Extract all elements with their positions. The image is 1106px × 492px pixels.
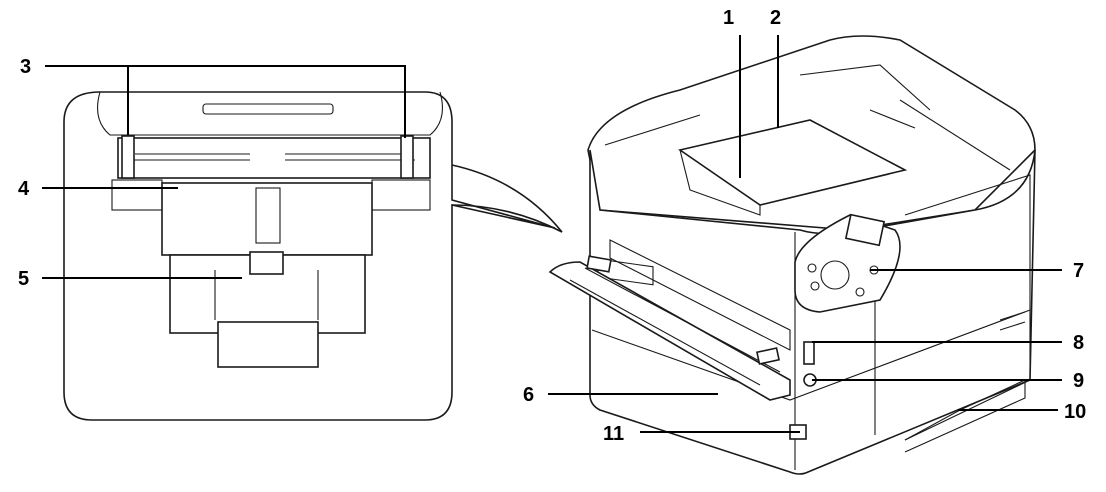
callout-2: 2: [770, 7, 781, 29]
inset-pointer: [451, 164, 563, 233]
paper-stopper: [799, 64, 931, 111]
usb-memory-slot: [803, 341, 815, 365]
inset-guide-right: [400, 135, 414, 179]
mp-tray-guide-right: [756, 347, 780, 365]
output-slot: [869, 109, 916, 129]
callout-1: 1: [723, 7, 734, 29]
callout-7: 7: [1073, 260, 1084, 282]
inset-guide-left: [121, 135, 135, 179]
panel-key-c: [855, 287, 865, 297]
paper-cassette-outline: [591, 309, 1031, 401]
inset-tray-main: [161, 182, 373, 256]
callout-6: 6: [523, 384, 534, 406]
inset-extension-tab: [249, 251, 284, 275]
inset-machine-top: [97, 91, 443, 136]
callout-10: 10: [1064, 401, 1086, 423]
panel-key-a: [807, 263, 817, 273]
callout-3: 3: [20, 56, 31, 78]
panel-keypad: [820, 260, 850, 290]
leader-lines: [42, 35, 1062, 433]
callout-11: 11: [603, 423, 624, 445]
callout-5: 5: [18, 268, 29, 290]
mp-tray-open: [548, 261, 791, 401]
inset-tray-detail: [63, 91, 563, 421]
callout-4: 4: [18, 178, 30, 200]
top-edge-right: [899, 99, 1011, 171]
callout-9: 9: [1073, 370, 1084, 392]
callout-8: 8: [1073, 332, 1084, 354]
mp-tray-slot: [609, 239, 791, 351]
panel-key-b: [810, 281, 820, 291]
side-vent-2: [999, 321, 1026, 331]
inset-tray-slot: [255, 187, 281, 244]
inset-top-slot: [202, 103, 334, 115]
panel-display: [844, 213, 886, 247]
callout-labels: 1 2 3 4 5 6 7 8 9 10 11: [18, 7, 1086, 445]
output-tray: [678, 119, 908, 206]
printer-illustration: [548, 35, 1036, 475]
mp-tray-inner: [569, 267, 781, 386]
leader-3: [127, 65, 406, 138]
output-tray-lip: [679, 149, 761, 216]
top-edge-left: [604, 114, 701, 146]
mp-tray-guide-left: [586, 255, 612, 273]
inset-tray-guides: [117, 137, 431, 179]
inset-tray-sub-extension: [217, 321, 319, 368]
